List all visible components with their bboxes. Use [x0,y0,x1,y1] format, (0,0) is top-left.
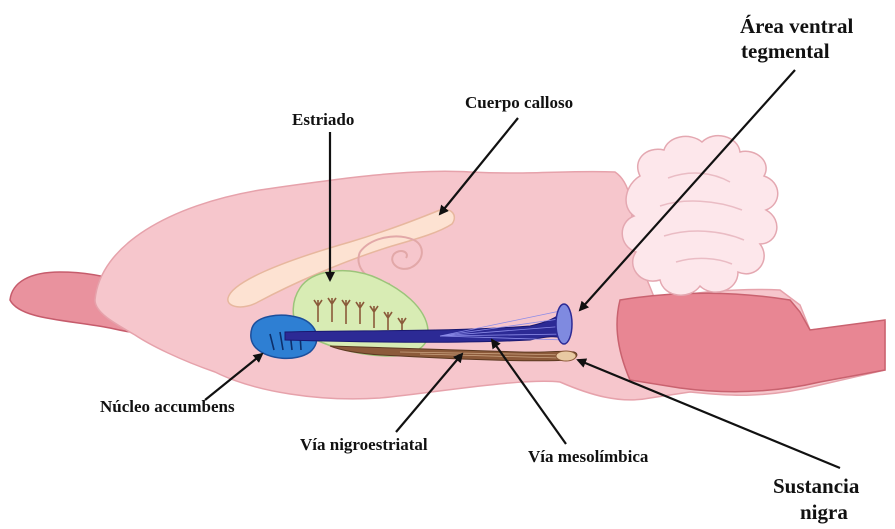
ventral-tegmental-area [556,304,572,344]
label-via-mesolimbica: Vía mesolímbica [528,447,649,466]
label-area-ventral-line1: Área ventral [740,14,853,38]
label-area-ventral-line2: tegmental [741,39,830,63]
label-nucleo-accumbens: Núcleo accumbens [100,397,235,416]
label-cuerpo-calloso: Cuerpo calloso [465,93,573,112]
brainstem [617,293,885,392]
label-sustancia-line1: Sustancia [773,474,860,498]
label-sustancia-line2: nigra [800,500,848,524]
substantia-nigra [556,351,576,361]
label-via-nigroestriatal: Vía nigroestriatal [300,435,428,454]
cerebellum [622,136,778,296]
label-estriado: Estriado [292,110,354,129]
